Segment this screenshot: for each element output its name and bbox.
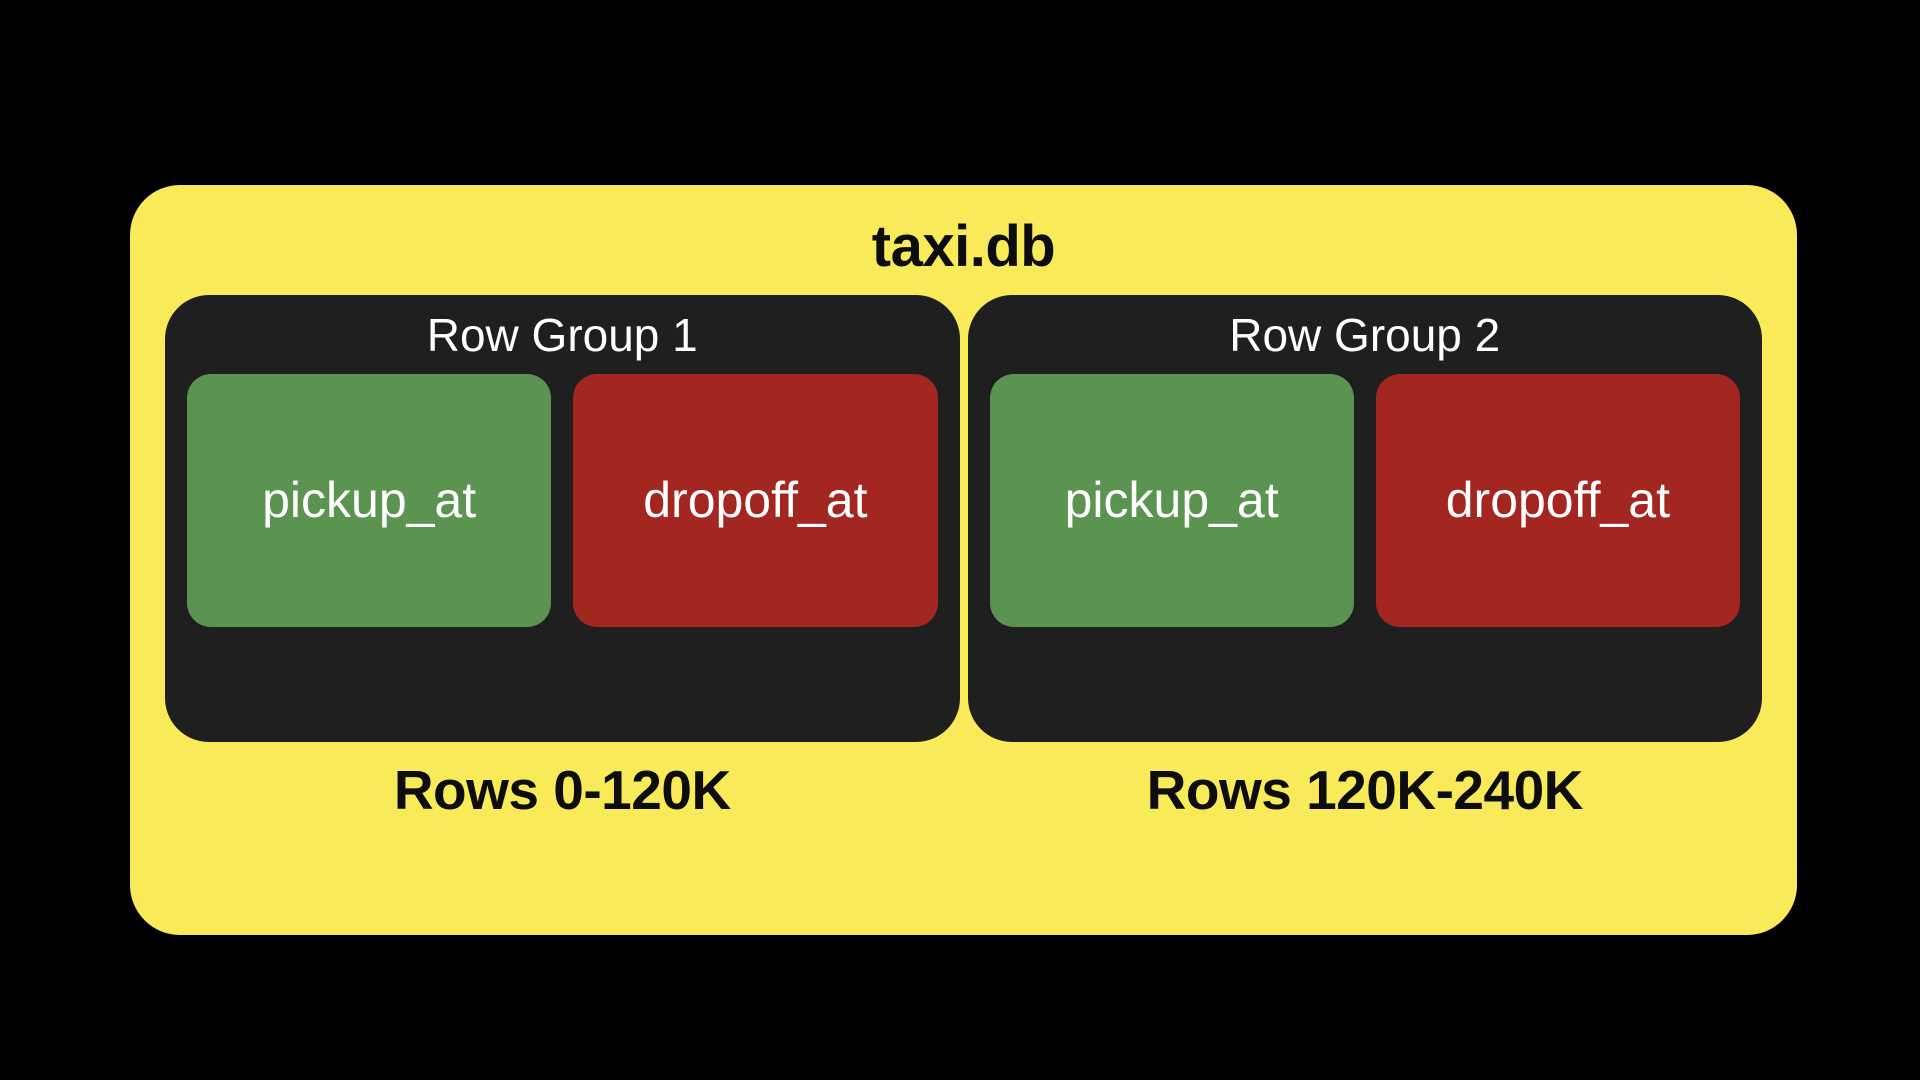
database-title: taxi.db bbox=[871, 214, 1056, 279]
row-group-panel-2[interactable]: Row Group 2 pickup_at dropoff_at bbox=[967, 294, 1763, 742]
column-chunk-label: pickup_at bbox=[262, 471, 477, 528]
row-group-title-1: Row Group 1 bbox=[426, 308, 698, 361]
column-chunk-pickup-at-1[interactable]: pickup_at bbox=[187, 373, 552, 627]
row-group-column-1: Row Group 1 pickup_at dropoff_at Rows 0-… bbox=[165, 294, 960, 821]
row-group-panel-1[interactable]: Row Group 1 pickup_at dropoff_at bbox=[165, 294, 960, 742]
column-chunk-dropoff-at-2[interactable]: dropoff_at bbox=[1375, 373, 1740, 627]
column-chunk-list-1: pickup_at dropoff_at bbox=[165, 373, 960, 627]
column-chunk-pickup-at-2[interactable]: pickup_at bbox=[989, 373, 1354, 627]
column-chunk-label: pickup_at bbox=[1064, 471, 1279, 528]
row-range-caption-2: Rows 120K-240K bbox=[1146, 758, 1584, 821]
row-group-column-2: Row Group 2 pickup_at dropoff_at Rows 12… bbox=[967, 294, 1763, 821]
column-chunk-label: dropoff_at bbox=[643, 471, 868, 528]
column-chunk-list-2: pickup_at dropoff_at bbox=[968, 373, 1763, 627]
row-range-caption-1: Rows 0-120K bbox=[393, 758, 731, 821]
column-chunk-label: dropoff_at bbox=[1445, 471, 1671, 528]
database-container: taxi.db Row Group 1 pickup_at dropoff_at bbox=[130, 185, 1797, 935]
column-chunk-dropoff-at-1[interactable]: dropoff_at bbox=[573, 373, 938, 627]
row-group-title-2: Row Group 2 bbox=[1229, 308, 1501, 361]
row-group-list: Row Group 1 pickup_at dropoff_at Rows 0-… bbox=[130, 294, 1797, 821]
